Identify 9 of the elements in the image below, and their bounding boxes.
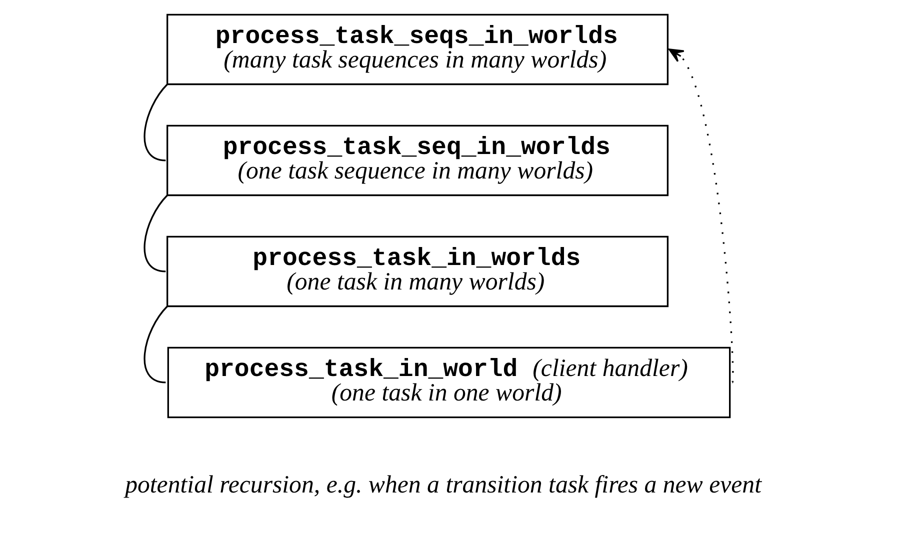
node-box: process_task_seq_in_worlds (one task sequence in many worlds) [166,124,669,196]
node-box: process_task_in_worlds (one task in many worlds) [166,236,669,308]
connector [144,194,168,272]
node-box: process_task_in_world (client handler) (one task in one world) [167,346,731,418]
arrow [668,48,734,383]
label: potential recursion, e.g. when a transition task fires a new event [125,472,762,499]
connector [144,84,168,162]
node-box: process_task_seqs_in_worlds (many task sequences in many worlds) [166,14,669,86]
connector [144,306,168,384]
